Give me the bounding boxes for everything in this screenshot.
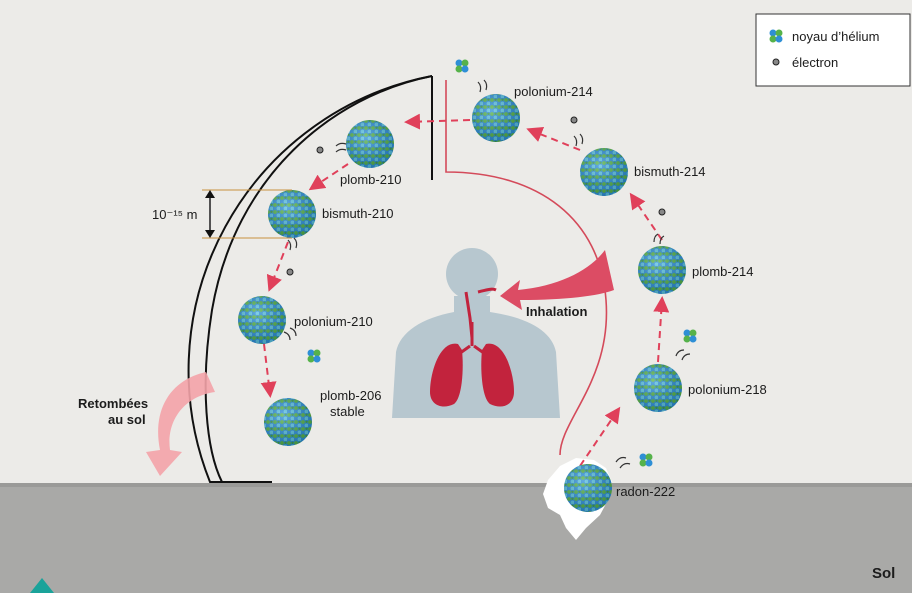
label-bismuth-214: bismuth-214 bbox=[634, 164, 706, 179]
nucleus-bismuth-214 bbox=[580, 148, 628, 196]
ground bbox=[0, 483, 912, 593]
human-silhouette bbox=[392, 248, 560, 418]
legend: noyau d’hélium électron bbox=[756, 14, 910, 86]
nucleus-polonium-214 bbox=[472, 94, 520, 142]
label-plomb-206: plomb-206 bbox=[320, 388, 381, 403]
electron-icon bbox=[773, 59, 779, 65]
nucleus-polonium-218 bbox=[634, 364, 682, 412]
nucleus-plomb-214 bbox=[638, 246, 686, 294]
label-fallout-line2: au sol bbox=[108, 412, 146, 427]
label-ground: Sol bbox=[872, 565, 895, 582]
label-plomb-210: plomb-210 bbox=[340, 172, 401, 187]
label-polonium-214: polonium-214 bbox=[514, 84, 593, 99]
label-bismuth-210: bismuth-210 bbox=[322, 206, 394, 221]
nucleus-plomb-210 bbox=[346, 120, 394, 168]
label-polonium-218: polonium-218 bbox=[688, 382, 767, 397]
nucleus-plomb-206 bbox=[264, 398, 312, 446]
legend-electron-label: électron bbox=[792, 55, 838, 70]
nucleus-radon-222 bbox=[564, 464, 612, 512]
label-stable: stable bbox=[330, 404, 365, 419]
label-fallout-line1: Retombées bbox=[78, 396, 148, 411]
label-inhalation: Inhalation bbox=[526, 304, 587, 319]
nucleus-bismuth-210 bbox=[268, 190, 316, 238]
scale-label: 10⁻¹⁵ m bbox=[152, 207, 197, 222]
label-radon-222: radon-222 bbox=[616, 484, 675, 499]
label-polonium-210: polonium-210 bbox=[294, 314, 373, 329]
nucleus-polonium-210 bbox=[238, 296, 286, 344]
legend-helium-label: noyau d’hélium bbox=[792, 29, 879, 44]
fallout-arrow bbox=[146, 372, 215, 476]
label-plomb-214: plomb-214 bbox=[692, 264, 753, 279]
